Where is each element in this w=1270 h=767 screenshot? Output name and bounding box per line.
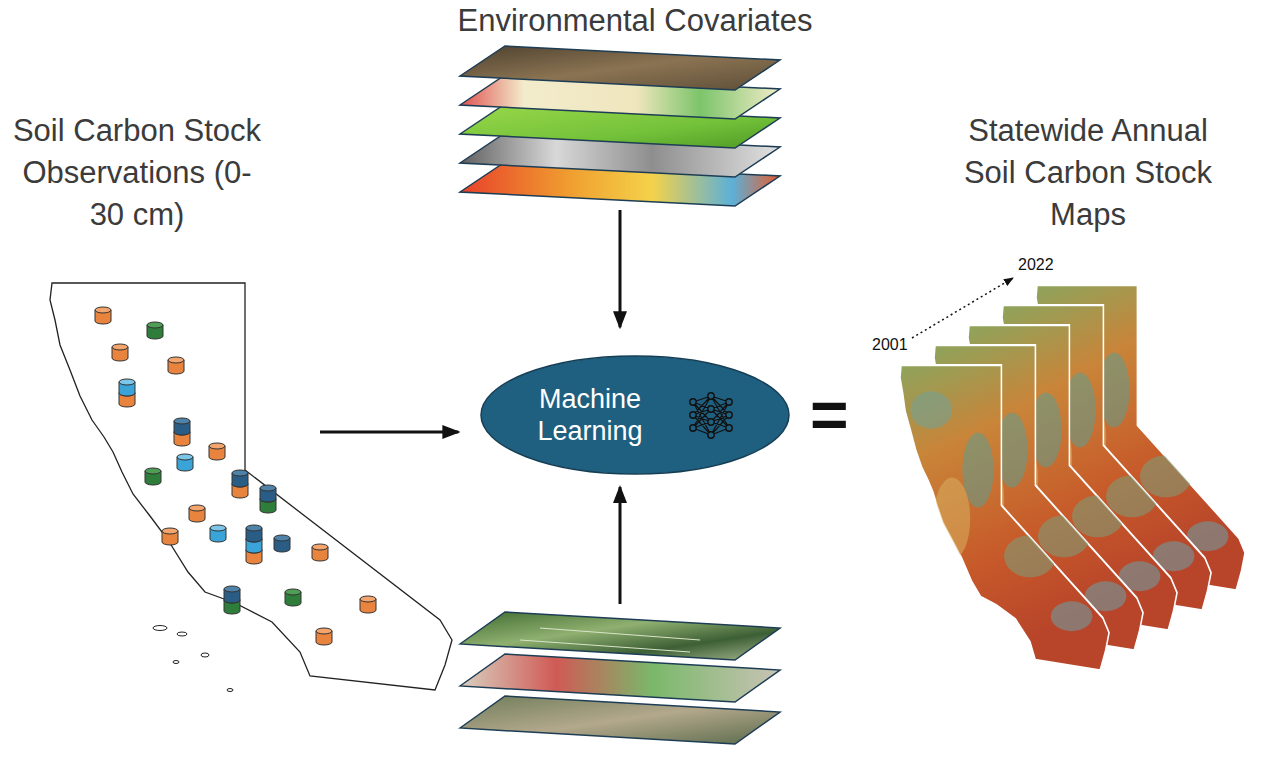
equals-sign-box: = — [810, 382, 849, 448]
island — [153, 626, 167, 631]
covariates-panel: Environmental Covariates — [440, 0, 830, 205]
network-neurons — [690, 393, 732, 438]
sample-cylinder — [174, 418, 190, 435]
panel-heading: Environmental Covariates — [440, 0, 830, 42]
sample-cylinder — [209, 443, 225, 460]
sample-cylinder — [232, 470, 248, 487]
sample-cylinder — [360, 596, 376, 613]
island — [201, 653, 209, 657]
imagery-layer — [460, 654, 780, 702]
ellipse-shape — [481, 356, 789, 474]
sample-cylinder — [210, 525, 226, 542]
field-line — [520, 628, 700, 652]
flow-arrow — [320, 431, 458, 434]
imagery-layer-stack — [460, 612, 780, 744]
annual-map-stack — [900, 285, 1245, 670]
sample-cylinders — [95, 307, 376, 645]
island — [227, 689, 233, 692]
annual-map — [900, 365, 1109, 670]
sample-cylinder — [95, 307, 111, 324]
sample-cylinder — [119, 379, 135, 396]
covariate-layer — [460, 46, 780, 90]
year-label: 2022 — [1018, 256, 1054, 273]
island — [173, 661, 179, 664]
process-label: Machine Learning — [510, 383, 670, 447]
equals-sign: = — [810, 378, 849, 452]
island — [177, 632, 187, 636]
sample-cylinder — [168, 357, 184, 374]
time-arrow — [912, 278, 1013, 338]
state-outline — [50, 283, 452, 690]
sample-cylinder — [312, 544, 328, 561]
sample-cylinder — [246, 525, 262, 542]
sample-cylinder — [260, 485, 276, 502]
map-shape — [900, 365, 1109, 670]
sample-cylinder — [189, 505, 205, 522]
sample-cylinder — [162, 528, 178, 545]
sample-cylinder — [224, 586, 240, 603]
sample-cylinder — [145, 468, 161, 485]
year-label-box: 2001 — [872, 336, 908, 354]
panel-heading: Statewide Annual Soil Carbon Stock Maps — [960, 110, 1216, 236]
sample-cylinder — [316, 628, 332, 645]
input-arrow — [619, 487, 622, 604]
imagery-layer — [460, 696, 780, 744]
ellipse-outline — [480, 355, 790, 475]
maps-panel: Statewide Annual Soil Carbon Stock Maps — [955, 110, 1221, 250]
model-ellipse: Machine Learning — [480, 355, 790, 475]
year-label: 2001 — [872, 336, 908, 353]
california-map — [50, 283, 452, 692]
covariate-layer-stack — [460, 46, 780, 206]
observations-panel: Soil Carbon Stock Observations (0-30 cm) — [0, 110, 310, 700]
sample-cylinder — [274, 535, 290, 552]
imagery-layer — [460, 612, 780, 660]
year-label-box: 2022 — [1018, 256, 1054, 274]
network-links — [693, 396, 729, 435]
sample-cylinder — [147, 322, 163, 339]
sample-cylinder — [177, 454, 193, 471]
sample-cylinder — [285, 589, 301, 606]
sample-cylinder — [112, 344, 128, 361]
panel-heading: Soil Carbon Stock Observations (0-30 cm) — [9, 110, 265, 236]
flow-arrow — [619, 210, 622, 327]
